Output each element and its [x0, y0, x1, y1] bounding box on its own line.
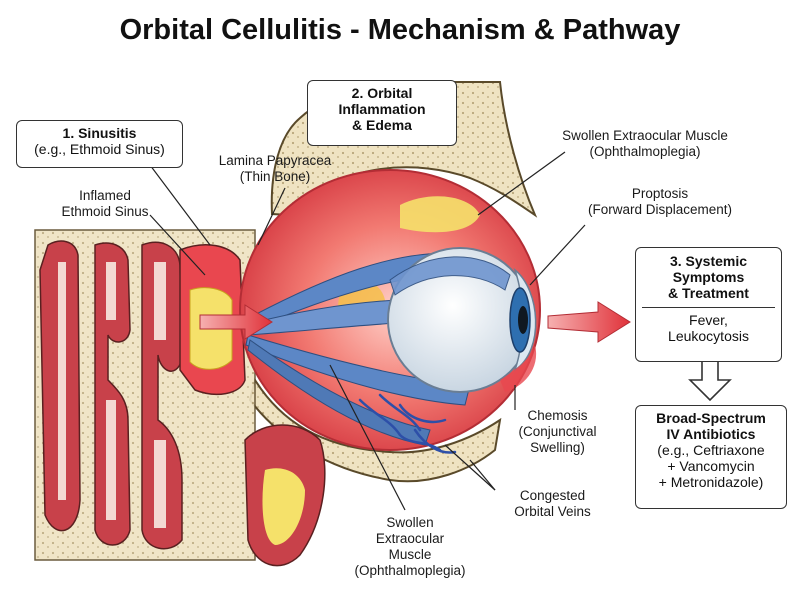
label-inflamed-line1: Inflamed	[79, 188, 131, 203]
label-lamina-line2: (Thin Bone)	[239, 169, 311, 184]
label-swollen-bottom-line2: Extraocular	[375, 531, 445, 546]
antibiotics-drug-1: (e.g., Ceftriaxone	[657, 442, 765, 458]
systemic-symptom-2: Leukocytosis	[668, 328, 749, 344]
page-title: Orbital Cellulitis - Mechanism & Pathway	[119, 14, 681, 46]
antibiotics-heading-1: Broad-Spectrum	[656, 410, 766, 426]
chemosis-swelling	[500, 345, 537, 392]
label-inflamed-ethmoid-sinus: Inflamed Ethmoid Sinus	[40, 188, 170, 220]
label-chemosis: Chemosis (Conjunctival Swelling)	[505, 408, 610, 456]
label-proptosis-line1: Proptosis	[631, 186, 689, 201]
antibiotics-drug-3: + Metronidazole)	[658, 474, 764, 490]
muscle-inferior	[245, 334, 471, 406]
label-proptosis-line2: (Forward Displacement)	[587, 202, 733, 217]
label-chemosis-line3: Swelling)	[530, 440, 585, 455]
nasal-turbinate-2	[94, 242, 131, 546]
label-chemosis-line2: (Conjunctival	[518, 424, 597, 439]
nasal-turbinate-3	[141, 241, 183, 550]
label-swollen-bottom-line3: Muscle	[388, 547, 432, 562]
antibiotics-drug-2: + Vancomycin	[667, 458, 755, 474]
systemic-heading-3: & Treatment	[668, 285, 749, 301]
antibiotics-box: Broad-Spectrum IV Antibiotics (e.g., Cef…	[635, 405, 787, 509]
orbital-floor-bone	[248, 377, 502, 483]
label-proptosis: Proptosis (Forward Displacement)	[560, 186, 760, 218]
antibiotics-heading-2: IV Antibiotics	[666, 426, 756, 442]
inflammation-heading-3: & Edema	[352, 117, 412, 133]
systemic-arrow	[547, 301, 631, 343]
maxillary-pus	[262, 468, 305, 545]
nasal-airway-2	[106, 262, 116, 520]
nasal-airway-3	[154, 262, 166, 528]
label-swollen-muscle-bottom: Swollen Extraocular Muscle (Ophthalmople…	[340, 515, 480, 579]
nasal-airway-1	[58, 262, 66, 500]
pupil	[518, 306, 528, 334]
sinusitis-box: 1. Sinusitis (e.g., Ethmoid Sinus)	[16, 120, 183, 168]
sinusitis-heading: 1. Sinusitis	[62, 125, 137, 141]
label-congested-veins: Congested Orbital Veins	[490, 488, 615, 520]
label-swollen-top-line1: Swollen Extraocular Muscle	[562, 128, 728, 143]
muscle-over-globe	[389, 256, 511, 296]
inflammation-heading-1: 2. Orbital	[351, 85, 413, 101]
sinusitis-example: (e.g., Ethmoid Sinus)	[34, 141, 165, 157]
inflammation-heading-2: Inflammation	[338, 101, 426, 117]
spread-arrow	[199, 304, 273, 340]
label-lamina-papyracea: Lamina Papyracea (Thin Bone)	[200, 153, 350, 185]
label-lamina-line1: Lamina Papyracea	[218, 153, 332, 168]
label-chemosis-line1: Chemosis	[527, 408, 588, 423]
systemic-box: 3. Systemic Symptoms & Treatment Fever, …	[635, 247, 782, 362]
treatment-arrow	[688, 357, 732, 402]
label-veins-line2: Orbital Veins	[514, 504, 591, 519]
orbital-abscess-top	[400, 196, 480, 233]
label-veins-line1: Congested	[519, 488, 586, 503]
systemic-heading-2: Symptoms	[672, 269, 745, 285]
systemic-divider	[642, 307, 775, 308]
orbital-veins	[358, 393, 457, 454]
leader-lines	[149, 151, 586, 511]
systemic-heading-1: 3. Systemic	[669, 253, 748, 269]
label-swollen-bottom-line1: Swollen	[386, 515, 434, 530]
label-swollen-muscle-top: Swollen Extraocular Muscle (Ophthalmople…	[535, 128, 755, 160]
systemic-symptom-1: Fever,	[689, 312, 728, 328]
label-swollen-bottom-line4: (Ophthalmoplegia)	[354, 563, 466, 578]
label-inflamed-line2: Ethmoid Sinus	[61, 204, 149, 219]
inflammation-box: 2. Orbital Inflammation & Edema	[307, 80, 457, 146]
label-swollen-top-line2: (Ophthalmoplegia)	[589, 144, 701, 159]
